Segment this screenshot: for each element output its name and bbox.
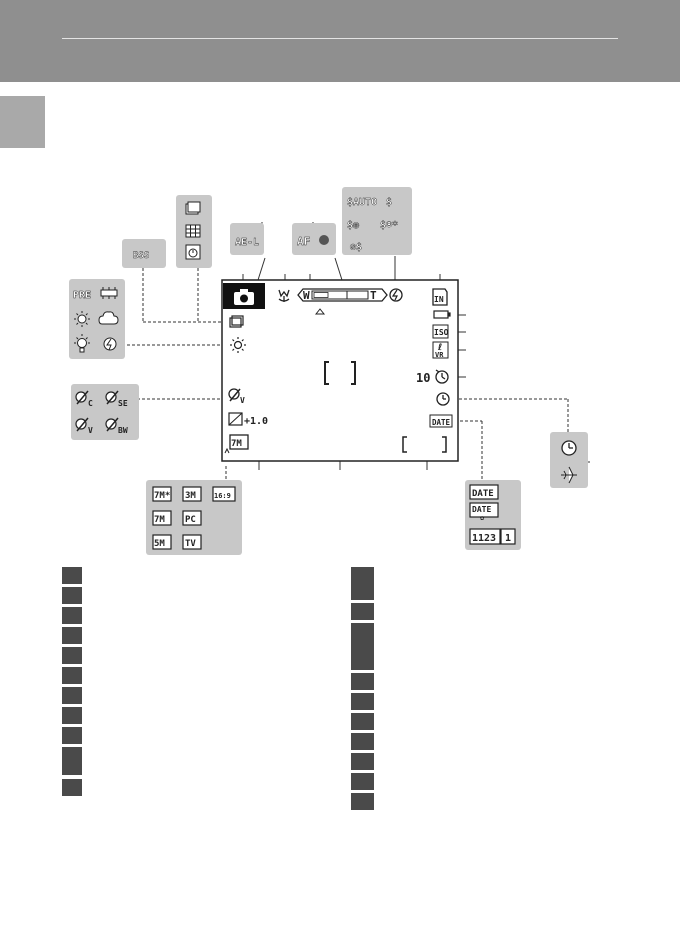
image-mode-indicator: 7M: [229, 434, 249, 450]
wb-daylight-icon: [74, 311, 90, 327]
incandescent-icon: [74, 334, 90, 353]
remaining-exposures-brackets: [402, 436, 447, 453]
clock-icon: [436, 392, 450, 406]
flash-modes-callout: [342, 187, 412, 255]
flash-cancel-icon: [389, 288, 403, 302]
time-zone-callout: [550, 432, 588, 488]
svg-text:ℓ: ℓ: [437, 343, 442, 353]
flash-fill-label: $: [386, 197, 392, 208]
page-header: [0, 0, 680, 82]
date-option-date: DATE: [472, 489, 494, 499]
af-label: AF: [297, 235, 310, 248]
image-mode-16-9: 16:9: [214, 492, 231, 500]
flash-off-label: ⊘$: [350, 242, 362, 253]
color-option-icon: V: [228, 388, 245, 405]
zoom-indicator: W T: [297, 288, 388, 302]
multi-shot-icon: [185, 224, 201, 238]
leader-lines: [117, 268, 569, 480]
image-mode-pc: PC: [185, 515, 196, 525]
color-bw-label: BW: [118, 426, 128, 435]
bss-label: BSS: [133, 251, 149, 261]
date-option-counter: 1123: [472, 533, 496, 544]
daylight-icon: [230, 337, 246, 353]
zoom-wide-label: W: [303, 289, 310, 302]
color-sepia-icon: SE: [105, 390, 128, 408]
home-time-zone-icon: [561, 440, 577, 456]
monitor-frame: [221, 279, 459, 462]
color-vivid-label: V: [88, 426, 93, 435]
legend-left-column: [62, 567, 82, 796]
flash-wb-icon: [103, 337, 117, 351]
image-mode-7m: 7M: [154, 515, 165, 525]
fluorescent-icon: [100, 287, 118, 299]
color-bw-icon: BW: [105, 417, 128, 435]
image-mode-arrow-icon: [224, 447, 230, 454]
vr-label: VR: [435, 351, 444, 359]
date-imprint-indicator: DATE: [429, 414, 453, 428]
image-mode-tv: TV: [185, 539, 196, 549]
memory-label: IN: [434, 295, 444, 304]
self-timer-icon: [435, 369, 449, 384]
image-mode-label: 7M: [231, 439, 242, 449]
color-standard-label: C: [88, 399, 93, 408]
focus-area-brackets: [324, 361, 356, 385]
battery-icon: [433, 310, 451, 319]
chapter-tab: [0, 96, 45, 148]
flash-auto-label: $AUTO: [347, 197, 377, 208]
cloudy-icon: [98, 311, 119, 325]
macro-tulip-icon: [278, 289, 290, 302]
iso-indicator: ISO: [432, 324, 449, 339]
camera-icon: [234, 289, 254, 305]
exposure-compensation-indicator: +1.0: [228, 412, 268, 427]
date-imprint-label: DATE: [432, 418, 451, 427]
image-mode-7m-high: 7M*: [154, 491, 170, 501]
continuous-icon: [229, 315, 244, 328]
date-option-number: 1: [505, 533, 511, 544]
airplane-icon: [561, 466, 577, 484]
af-callout: [292, 223, 336, 255]
bss-callout: [122, 239, 166, 268]
ae-lock-callout: [230, 223, 264, 255]
image-mode-5m: 5M: [154, 539, 165, 549]
continuous-mode-icon: [185, 201, 201, 215]
vibration-reduction-indicator: ℓ VR: [432, 341, 449, 359]
date-option-date-counter: DATE: [472, 505, 491, 514]
color-option-label: V: [240, 396, 245, 405]
flash-redeye-label: $◎: [347, 220, 359, 231]
color-vivid-icon: V: [75, 417, 93, 435]
exposure-compensation-value: +1.0: [244, 416, 268, 427]
header-rule: [62, 38, 618, 39]
zoom-pointer-icon: [314, 308, 326, 315]
image-mode-3m: 3M: [185, 491, 196, 501]
iso-label: ISO: [434, 328, 449, 337]
ae-lock-label: AE-L: [235, 237, 259, 248]
legend-right-column: [351, 567, 374, 810]
color-sepia-label: SE: [118, 399, 128, 408]
self-timer-count: 10: [416, 371, 430, 385]
wb-preset-label: PRE: [73, 290, 91, 301]
internal-memory-icon: IN: [432, 288, 448, 306]
af-lamp-icon: [319, 235, 329, 245]
svg-text:✿: ✿: [480, 514, 485, 522]
interval-timer-icon: [185, 244, 201, 260]
flash-slow-sync-label: $☻*: [380, 220, 398, 231]
color-options-callout: [71, 384, 139, 440]
zoom-tele-label: T: [370, 289, 377, 302]
color-standard-icon: C: [75, 390, 93, 408]
